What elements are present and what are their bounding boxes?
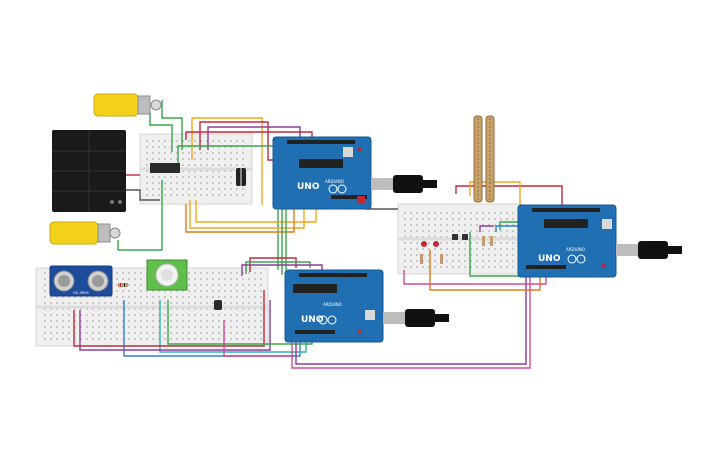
arduino-brand-label: ARDUINO <box>566 247 585 252</box>
wire-red-3 <box>73 290 265 347</box>
wire-orange-3 <box>189 200 305 229</box>
wire-red-2 <box>185 131 313 140</box>
wire-green-2 <box>149 112 173 152</box>
resistors-right <box>420 236 493 264</box>
wire-purple-1 <box>207 126 301 150</box>
leds-right <box>421 241 439 247</box>
wire-orange-right <box>429 250 541 291</box>
wire-black-battery <box>126 189 160 201</box>
arduino-uno-right: UNO ARDUINO <box>517 204 617 278</box>
flex-sensor-right <box>485 115 495 203</box>
ultrasonic-sensor: HC-SR04 <box>49 265 113 297</box>
arduino-uno-bottom: UNO ARDUINO <box>284 269 384 343</box>
wire-purple-4 <box>241 264 323 276</box>
breadboard-right <box>397 203 523 275</box>
wire-purple-long <box>295 276 527 365</box>
resistor <box>118 283 128 287</box>
wire-green-motor2 <box>117 180 163 251</box>
wire-orange-4 <box>185 204 295 233</box>
wire-orange-right-2 <box>469 181 521 205</box>
usb-cable-bottom <box>383 309 449 327</box>
wire-red-right-1 <box>455 185 563 205</box>
usb-cable-top <box>371 175 437 193</box>
battery-pack <box>52 130 126 212</box>
arduino-uno-top: UNO ARDUINO <box>272 136 372 210</box>
arduino-uno-label: UNO <box>301 315 324 325</box>
wire-pink-long <box>291 276 531 369</box>
arduino-uno-label: UNO <box>538 254 561 264</box>
dc-motor-bottom <box>49 221 121 245</box>
temperature-sensor <box>214 300 222 310</box>
arduino-uno-label: UNO <box>297 182 320 192</box>
wire-purple-3 <box>223 320 294 357</box>
wire-blue-1 <box>123 300 301 357</box>
motor-driver-ic <box>150 163 180 173</box>
wire-green-1 <box>161 100 183 150</box>
dc-motor-top <box>93 93 162 117</box>
wire-orange-2 <box>195 200 317 223</box>
wire-purple-right <box>479 225 494 232</box>
capacitor <box>236 168 246 186</box>
arduino-brand-label: ARDUINO <box>323 302 342 307</box>
pir-sensor <box>146 259 188 291</box>
wire-teal-1 <box>159 300 307 353</box>
wire-pink-right <box>403 270 547 285</box>
arduino-brand-label: ARDUINO <box>325 179 344 184</box>
wire-orange-1 <box>191 117 263 205</box>
flex-sensor-left <box>473 115 483 203</box>
ultrasonic-label: HC-SR04 <box>73 291 89 295</box>
usb-cable-right <box>616 241 682 259</box>
wire-purple-2 <box>79 300 271 351</box>
push-buttons-right <box>452 234 468 240</box>
